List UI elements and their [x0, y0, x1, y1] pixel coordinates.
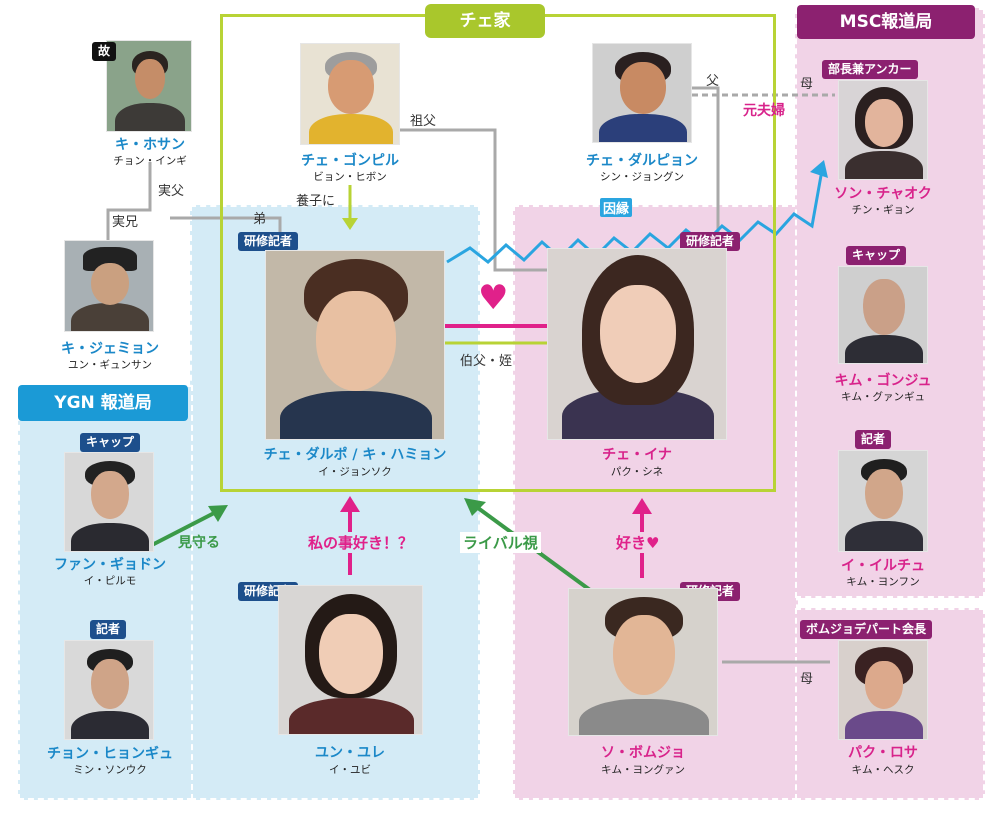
- so-bomujo-name: ソ・ボムジョ: [601, 745, 685, 761]
- choe-gonpil-photo: [300, 43, 400, 145]
- mother-bottom-label: 母: [800, 672, 814, 687]
- fan-gyodon-name: ファン・ギョドン: [54, 557, 166, 573]
- fate-arrowhead: [810, 160, 828, 178]
- watching-label: 見守る: [178, 535, 220, 551]
- son-chaok-actor: チン・ギョン: [851, 204, 915, 216]
- fate-label: 因縁: [600, 198, 633, 217]
- dalpo-trainee-badge: 研修記者: [238, 232, 299, 251]
- i-iruchu-reporter-badge: 記者: [855, 430, 892, 449]
- likes-label: 好き♥: [613, 532, 663, 553]
- ygn-label: YGN 報道局: [18, 385, 188, 421]
- grandfather-label: 祖父: [410, 114, 437, 129]
- adopted-label: 養子に: [296, 194, 336, 209]
- dalpo-name: チェ・ダルポ / キ・ハミョン: [263, 447, 447, 463]
- i-iruchu-photo: [838, 450, 928, 552]
- choe-gonpil-name: チェ・ゴンピル: [301, 153, 399, 169]
- msc-label: MSC報道局: [797, 5, 975, 39]
- yun-yure-name: ユン・ユレ: [315, 745, 385, 761]
- choe-ina-name: チェ・イナ: [602, 447, 672, 463]
- son-chaok-photo: [838, 80, 928, 180]
- line-fate: [446, 169, 824, 264]
- ex-couple-label: 元夫婦: [743, 103, 785, 119]
- so-bomujo-actor: キム・ヨングァン: [601, 764, 685, 776]
- line-younger-brother: [170, 216, 282, 236]
- choe-family-label: チェ家: [425, 4, 545, 38]
- likes-me-arrowhead: [340, 496, 360, 512]
- i-iruchu-actor: キム・ヨンフン: [846, 576, 920, 588]
- rival-label: ライバル視: [460, 532, 541, 553]
- uncle-niece-label: 伯父・姪: [460, 354, 513, 369]
- likes-arrowhead: [632, 498, 652, 514]
- choe-ina-actor: パク・シネ: [610, 466, 664, 478]
- paku-rosa-actor: キム・ヘスク: [851, 764, 915, 776]
- paku-rosa-name: パク・ロサ: [848, 745, 918, 761]
- fan-gyodon-cap-badge: キャップ: [80, 433, 141, 452]
- yun-yure-photo: [278, 585, 423, 735]
- kim-gonju-photo: [838, 266, 928, 364]
- kim-gonju-cap-badge: キャップ: [846, 246, 907, 265]
- son-chaok-name: ソン・チャオク: [834, 186, 932, 202]
- real-father-label: 実父: [158, 184, 185, 199]
- fan-gyodon-actor: イ・ピルモ: [83, 575, 137, 587]
- choe-ina-photo: [547, 248, 727, 440]
- chon-hyongyu-photo: [64, 640, 154, 740]
- i-iruchu-name: イ・イルチュ: [841, 558, 925, 574]
- chon-hyongyu-name: チョン・ヒョンギュ: [47, 746, 173, 762]
- chon-hyongyu-reporter-badge: 記者: [90, 620, 127, 639]
- father-label: 父: [706, 74, 720, 89]
- director-anchor-badge: 部長兼アンカー: [822, 60, 918, 79]
- dept-store-chair-badge: ボムジョデパート会長: [800, 620, 933, 639]
- watching-arrowhead: [208, 505, 228, 522]
- adopted-arrowhead: [342, 218, 358, 230]
- choe-dalpyon-actor: シン・ジョングン: [600, 171, 684, 183]
- ki-hosan-name: キ・ホサン: [115, 137, 185, 153]
- paku-rosa-photo: [838, 640, 928, 740]
- ki-hosan-photo: [106, 40, 192, 132]
- kim-gonju-name: キム・ゴンジュ: [834, 373, 932, 389]
- choe-gonpil-actor: ビョン・ヒボン: [313, 171, 387, 183]
- so-bomujo-photo: [568, 588, 718, 736]
- line-grandfather: [400, 128, 548, 272]
- likes-me-label: 私の事好き！？: [305, 532, 417, 553]
- fan-gyodon-photo: [64, 452, 154, 552]
- ina-trainee-badge: 研修記者: [680, 232, 741, 251]
- kim-gonju-actor: キム・グァンギュ: [841, 391, 925, 403]
- ki-jemyon-name: キ・ジェミョン: [61, 341, 159, 357]
- mother-top-label: 母: [800, 77, 814, 92]
- choe-dalpyon-name: チェ・ダルピョン: [586, 153, 698, 169]
- heart-icon: ♥: [478, 278, 509, 318]
- rival-arrowhead: [464, 498, 486, 516]
- deceased-badge: 故: [92, 42, 117, 61]
- ki-jemyon-actor: ユン・ギュンサン: [68, 359, 152, 371]
- dalpo-photo: [265, 250, 445, 440]
- choe-dalpyon-photo: [592, 43, 692, 143]
- ki-jemyon-photo: [64, 240, 154, 332]
- dalpo-actor: イ・ジョンソク: [318, 466, 392, 478]
- younger-brother-label: 弟: [253, 212, 267, 227]
- line-father: [692, 86, 720, 240]
- chon-hyongyu-actor: ミン・ソンウク: [73, 764, 147, 776]
- line-real-father: [106, 162, 152, 240]
- yun-yure-actor: イ・ユビ: [329, 764, 371, 776]
- ki-hosan-actor: チョン・インギ: [113, 155, 187, 167]
- real-brother-label: 実兄: [112, 215, 139, 230]
